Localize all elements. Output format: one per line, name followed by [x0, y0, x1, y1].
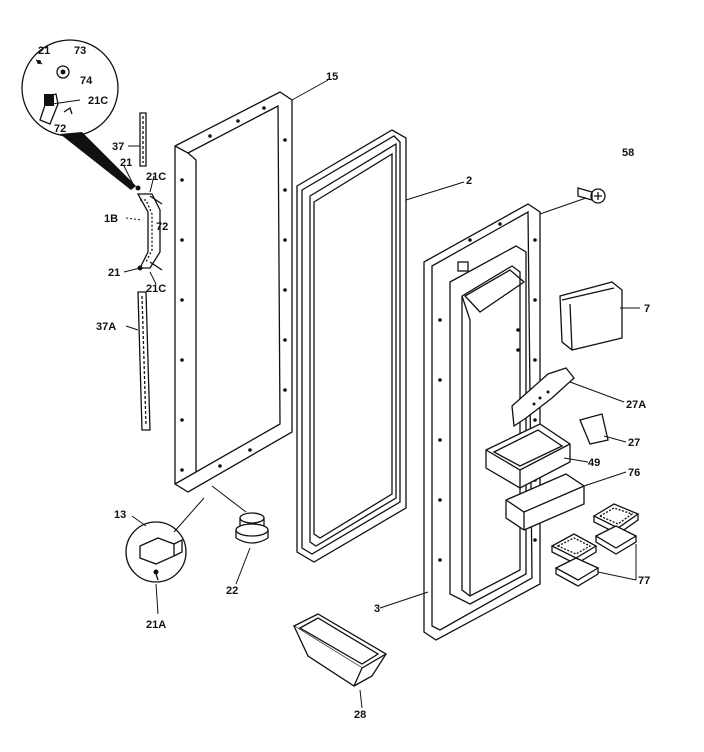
- callout-72-mid: 72: [156, 221, 168, 233]
- callout-21c-low: 21C: [146, 283, 166, 295]
- callout-77: 77: [638, 575, 650, 587]
- bracket-76: [505, 473, 585, 531]
- callout-21-low: 21: [108, 267, 120, 279]
- hinge-inset-13: [125, 521, 187, 583]
- callout-21c-top: 21C: [88, 95, 108, 107]
- callout-labels: 21 73 74 21C 72 15 37 21 21C 1B 72 21 21…: [38, 45, 650, 721]
- flap-27: [579, 413, 609, 445]
- hinge-detail-inset: [21, 39, 136, 190]
- callout-27a: 27A: [626, 399, 646, 411]
- callout-21-mid: 21: [120, 157, 132, 169]
- callout-13: 13: [114, 509, 126, 521]
- shelf-bin-28: [292, 613, 388, 687]
- screw-58: [577, 187, 606, 204]
- leader-lines: [123, 79, 640, 709]
- door-frame-15: [174, 91, 293, 493]
- callout-49: 49: [588, 457, 600, 469]
- door-liner-3: [423, 203, 541, 641]
- callout-72-top: 72: [54, 123, 66, 135]
- callout-21a: 21A: [146, 619, 166, 631]
- callout-27: 27: [628, 437, 640, 449]
- callout-58: 58: [622, 147, 634, 159]
- callout-28: 28: [354, 709, 366, 721]
- door-gasket-2: [296, 129, 407, 563]
- callout-3: 3: [374, 603, 380, 615]
- actuator-27a: [511, 367, 575, 428]
- callout-21-top: 21: [38, 45, 50, 57]
- bushing-22: [235, 512, 269, 544]
- callout-21c-mid: 21C: [146, 171, 166, 183]
- callout-74: 74: [80, 75, 93, 87]
- callout-37: 37: [112, 141, 124, 153]
- pads-77: [550, 503, 640, 587]
- callout-1b: 1B: [104, 213, 118, 225]
- callout-15: 15: [326, 71, 338, 83]
- callout-73: 73: [74, 45, 86, 57]
- drip-tray-49: [485, 423, 571, 489]
- callout-22: 22: [226, 585, 238, 597]
- hinge-bracket-1b: [135, 185, 163, 271]
- trim-strip-37: [139, 112, 147, 167]
- callout-76: 76: [628, 467, 640, 479]
- trim-strip-37a: [137, 291, 151, 431]
- callout-7: 7: [644, 303, 650, 315]
- cover-7: [559, 281, 623, 351]
- callout-2: 2: [466, 175, 472, 187]
- callout-37a: 37A: [96, 321, 116, 333]
